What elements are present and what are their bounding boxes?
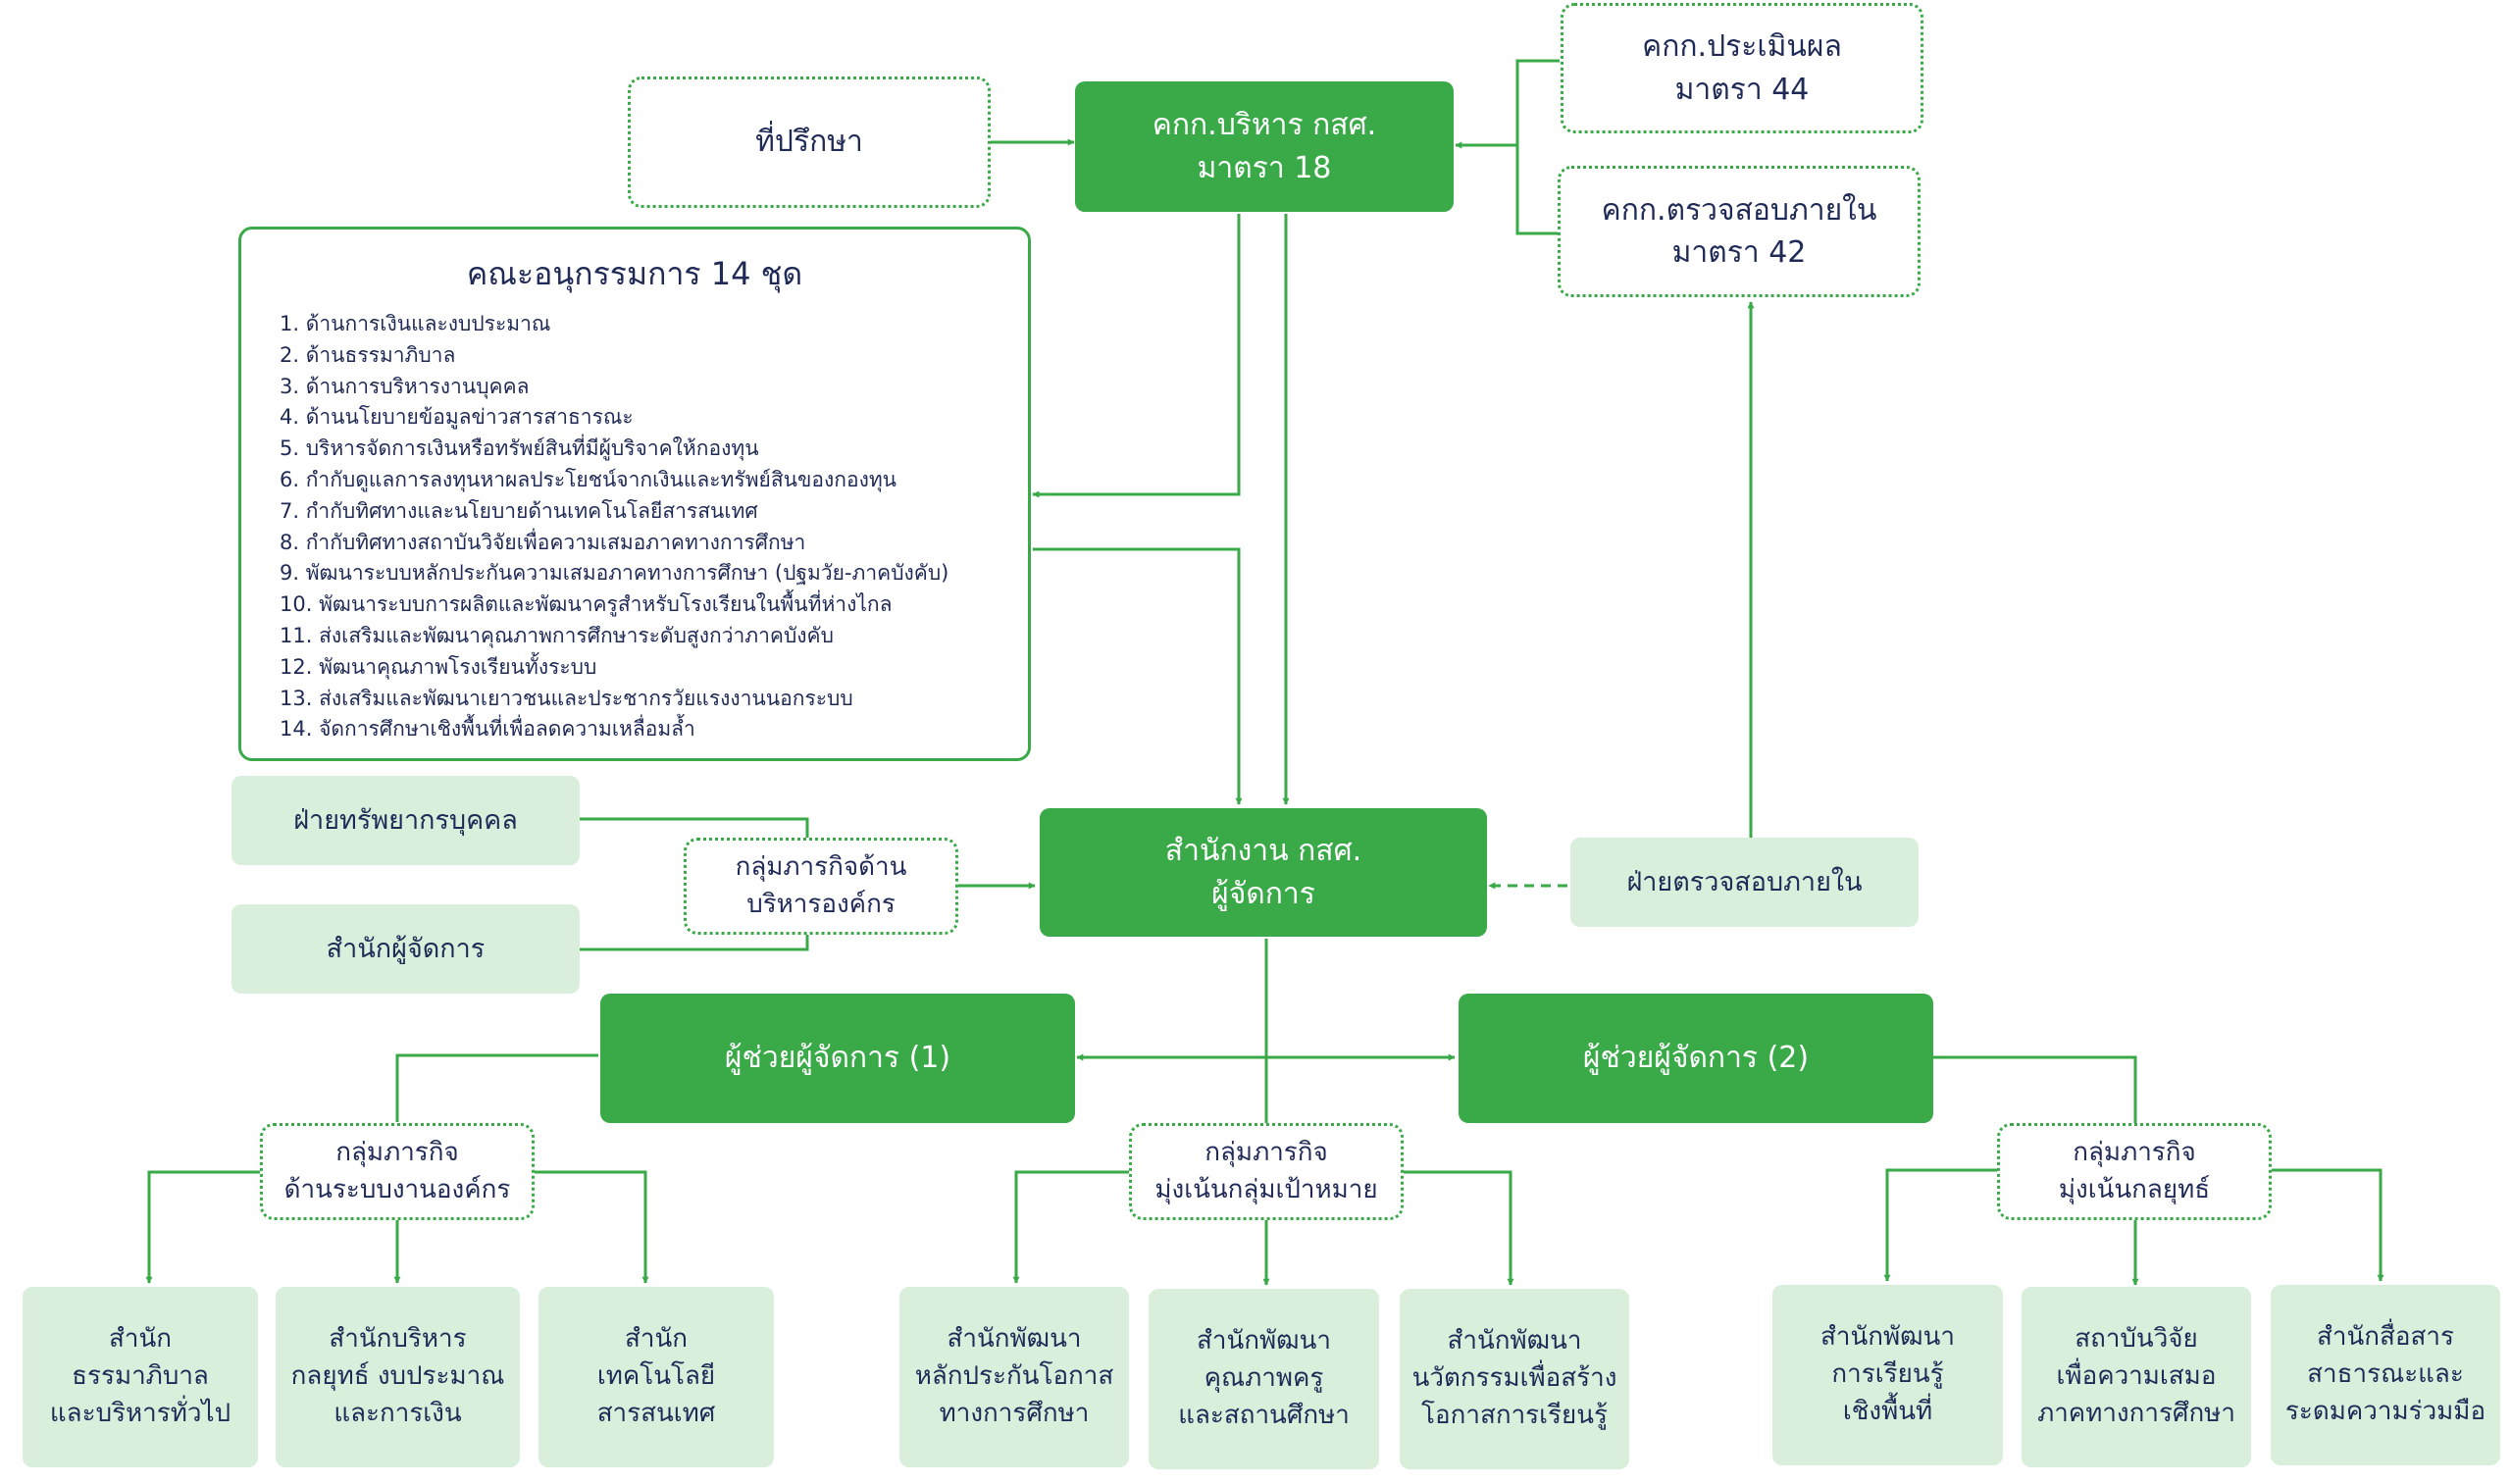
org-admin-group-box: กลุ่มภารกิจด้าน บริหารองค์กร — [684, 838, 958, 935]
subcommittee-item: 13. ส่งเสริมและพัฒนาเยาวชนและประชากรวัยแ… — [280, 686, 853, 710]
left-group-arrow-3 — [533, 1170, 649, 1284]
advisor-box: ที่ปรึกษา — [628, 77, 991, 208]
unit-teacher-quality-box: สำนักพัฒนา คุณภาพครู และสถานศึกษา — [1149, 1289, 1379, 1469]
asst2-to-group-line — [1931, 1055, 2137, 1123]
unit-governance-box: สำนัก ธรรมาภิบาล และบริหารทั่วไป — [23, 1287, 258, 1467]
hr-department-box: ฝ่ายทรัพยากรบุคคล — [231, 776, 580, 865]
board-to-subcommittees-arrow — [1032, 214, 1241, 498]
subcommittee-item: 9. พัฒนาระบบหลักประกันความเสมอภาคทางการศ… — [280, 561, 949, 586]
subcommittee-item: 11. ส่งเสริมและพัฒนาคุณภาพการศึกษาระดับส… — [280, 623, 834, 647]
subcommittee-item: 8. กำกับทิศทางสถาบันวิจัยเพื่อความเสมอภา… — [280, 530, 806, 554]
subcommittees-panel: คณะอนุกรรมการ 14 ชุด 1. ด้านการเงินและงบ… — [238, 227, 1031, 761]
assistant-manager-2-box: ผู้ช่วยผู้จัดการ (2) — [1459, 994, 1933, 1123]
committee-bracket — [1515, 59, 1560, 235]
unit-strategy-budget-box: สำนักบริหาร กลยุทธ์ งบประมาณ และการเงิน — [276, 1287, 520, 1467]
subcommittee-item: 6. กำกับดูแลการลงทุนหาผลประโยชน์จากเงินแ… — [280, 467, 897, 491]
strategy-group-box: กลุ่มภารกิจ มุ่งเน้นกลยุทธ์ — [1997, 1123, 2272, 1220]
subcommittees-list: 1. ด้านการเงินและงบประมาณ 2. ด้านธรรมาภิ… — [280, 309, 1028, 745]
executive-board-box: คกก.บริหาร กสศ. มาตรา 18 — [1075, 81, 1454, 212]
unit-research-box: สถาบันวิจัย เพื่อความเสมอ ภาคทางการศึกษา — [2022, 1287, 2251, 1467]
subcommittee-item: 7. กำกับทิศทางและนโยบายด้านเทคโนโลยีสารส… — [280, 498, 758, 523]
unit-communication-box: สำนักสื่อสาร สาธารณะและ ระดมความร่วมมือ — [2271, 1285, 2500, 1465]
office-manager-box: สำนักงาน กสศ. ผู้จัดการ — [1040, 808, 1487, 937]
manager-office-box: สำนักผู้จัดการ — [231, 904, 580, 994]
left-group-arrow-1 — [145, 1170, 262, 1284]
subcommittee-item: 3. ด้านการบริหารงานบุคคล — [280, 374, 530, 398]
subcommittee-item: 1. ด้านการเงินและงบประมาณ — [280, 312, 551, 335]
internal-audit-box: ฝ่ายตรวจสอบภายใน — [1570, 838, 1919, 927]
unit-area-learning-box: สำนักพัฒนา การเรียนรู้ เชิงพื้นที่ — [1772, 1285, 2003, 1465]
evaluation-committee-box: คกก.ประเมินผล มาตรา 44 — [1561, 3, 1923, 133]
subcommittees-title: คณะอนุกรรมการ 14 ชุด — [466, 255, 803, 292]
right-group-arrow-1 — [1883, 1168, 1998, 1282]
audit-committee-box: คกก.ตรวจสอบภายใน มาตรา 42 — [1558, 166, 1921, 297]
unit-innovation-box: สำนักพัฒนา นวัตกรรมเพื่อสร้าง โอกาสการเร… — [1400, 1289, 1629, 1469]
subcommittee-item: 2. ด้านธรรมาภิบาล — [280, 342, 456, 367]
subcommittee-item: 14. จัดการศึกษาเชิงพื้นที่เพื่อลดความเหล… — [280, 717, 695, 742]
subcommittee-item: 12. พัฒนาคุณภาพโรงเรียนทั้งระบบ — [280, 654, 597, 679]
subcommittee-item: 5. บริหารจัดการเงินหรือทรัพย์สินที่มีผู้… — [280, 436, 759, 461]
assistant-manager-1-box: ผู้ช่วยผู้จัดการ (1) — [600, 994, 1075, 1123]
mid-group-arrow-1 — [1012, 1170, 1130, 1284]
subcommittee-item: 4. ด้านนโยบายข้อมูลข่าวสารสาธารณะ — [280, 405, 634, 430]
org-system-group-box: กลุ่มภารกิจ ด้านระบบงานองค์กร — [260, 1123, 535, 1220]
unit-opportunity-box: สำนักพัฒนา หลักประกันโอกาส ทางการศึกษา — [899, 1287, 1129, 1467]
unit-it-box: สำนัก เทคโนโลยี สารสนเทศ — [538, 1287, 774, 1467]
subcommittee-item: 10. พัฒนาระบบการผลิตและพัฒนาครูสำหรับโรง… — [280, 592, 893, 617]
target-group-box: กลุ่มภารกิจ มุ่งเน้นกลุ่มเป้าหมาย — [1129, 1123, 1404, 1220]
right-group-arrow-3 — [2272, 1168, 2384, 1282]
subcommittees-to-office-arrow — [1033, 547, 1243, 805]
asst1-to-group-line — [395, 1053, 598, 1122]
mid-group-arrow-3 — [1403, 1170, 1514, 1286]
